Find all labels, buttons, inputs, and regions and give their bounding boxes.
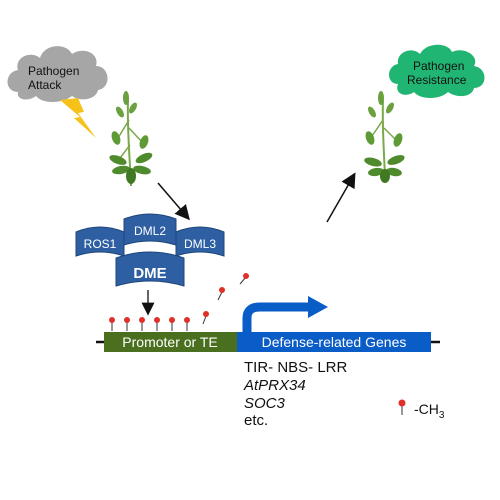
gene-item-soc3: SOC3 <box>244 395 286 412</box>
dml2-label: DML2 <box>134 224 166 238</box>
gene-item-atprx34: AtPRX34 <box>243 377 306 394</box>
svg-text:-CH3: -CH3 <box>414 401 445 421</box>
plant-icon-right <box>364 91 405 183</box>
attack-arrow <box>157 182 190 221</box>
methyl-group <box>109 317 115 323</box>
methyl-legend-subscript: 3 <box>439 410 445 421</box>
transcription-arrow-icon <box>242 296 328 332</box>
pathogen-resistance-cloud: Pathogen Resistance <box>389 44 485 98</box>
dml3-shape: DML3 <box>175 226 225 257</box>
ros1-label: ROS1 <box>84 237 117 251</box>
released-methyl-groups <box>202 273 249 325</box>
promoter-box: Promoter or TE <box>104 332 237 352</box>
lightning-icon <box>60 98 96 138</box>
methyl-group <box>124 317 130 323</box>
attack-cloud-line1: Pathogen <box>28 64 79 78</box>
dml2-shape: DML2 <box>123 213 177 246</box>
gene-item-tir-nbs-lrr: TIR- NBS- LRR <box>244 359 348 376</box>
resistance-arrow <box>326 172 356 223</box>
methyl-group <box>154 317 160 323</box>
gene-box: Defense-related Genes <box>237 332 431 352</box>
resistance-cloud-line1: Pathogen <box>413 59 464 73</box>
methyl-legend-icon <box>398 399 406 407</box>
pathogen-attack-cloud: Pathogen Attack <box>7 46 108 102</box>
methyl-legend: -CH3 <box>398 399 445 421</box>
ros1-shape: ROS1 <box>75 226 125 257</box>
plant-icon-left <box>109 91 153 187</box>
attack-cloud-line2: Attack <box>28 78 62 92</box>
methyl-legend-label: -CH <box>414 401 439 417</box>
genes-label: Defense-related Genes <box>262 334 407 350</box>
dme-shape: DME <box>115 251 185 287</box>
promoter-label: Promoter or TE <box>122 334 217 350</box>
gene-item-etc: etc. <box>244 412 268 429</box>
methyl-group <box>139 317 145 323</box>
methyl-group <box>169 317 175 323</box>
methyl-group <box>184 317 190 323</box>
dme-label: DME <box>133 265 166 282</box>
resistance-cloud-line2: Resistance <box>407 73 467 87</box>
dml3-label: DML3 <box>184 237 216 251</box>
methyl-groups-promoter <box>109 317 190 331</box>
